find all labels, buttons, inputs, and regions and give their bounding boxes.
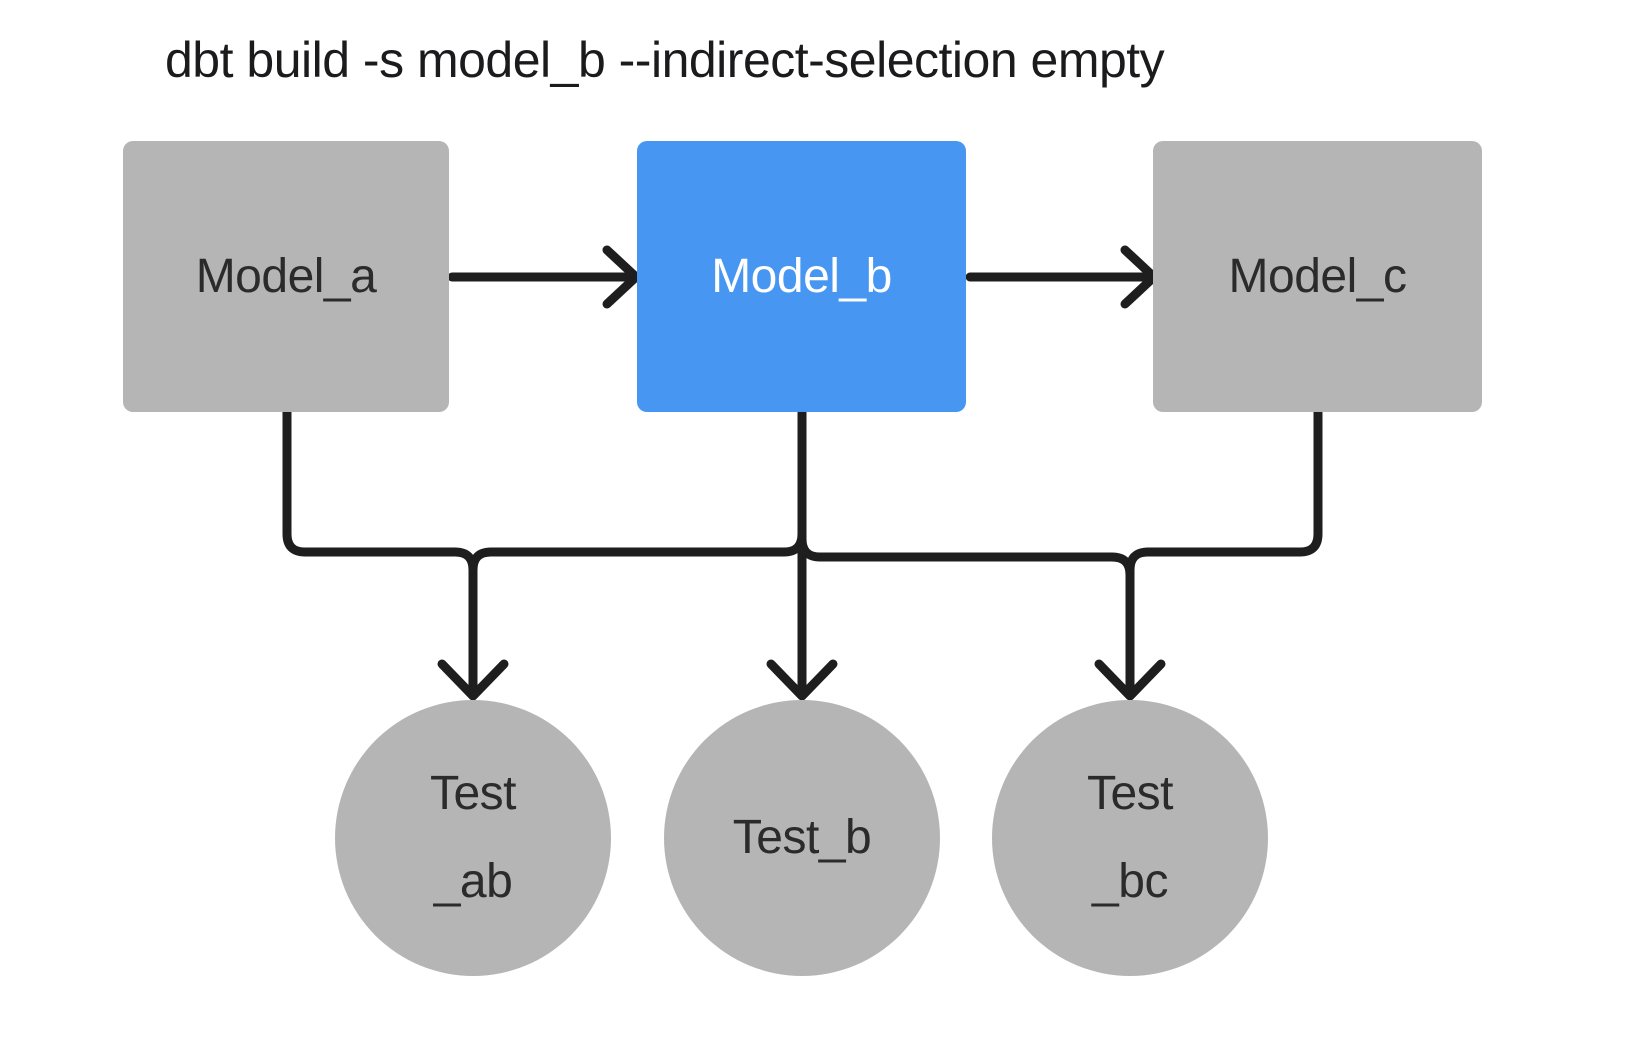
- node-test-bc: Test _bc: [992, 700, 1268, 976]
- node-model-c-label: Model_c: [1228, 250, 1407, 303]
- node-test-b: Test_b: [664, 700, 940, 976]
- edge-model-b-to-test-ab: [468, 407, 807, 699]
- node-test-bc-label-line1: Test: [1086, 767, 1174, 820]
- edge-test-ab-arrowhead: [437, 659, 509, 701]
- edge-model-a-to-test-ab: [282, 407, 478, 699]
- node-model-b-selected: Model_b: [637, 141, 966, 412]
- edge-test-bc-arrowhead: [1094, 659, 1166, 701]
- node-model-b-label: Model_b: [711, 250, 892, 303]
- node-test-ab: Test _ab: [335, 700, 611, 976]
- node-model-a-label: Model_a: [195, 250, 377, 303]
- node-test-bc-label-line2: _bc: [1092, 855, 1168, 908]
- command-title: dbt build -s model_b --indirect-selectio…: [165, 32, 1165, 88]
- edge-model-a-to-model-b-arrowhead: [602, 245, 641, 309]
- node-test-ab-label-line1: Test: [429, 767, 517, 820]
- node-test-ab-label-line2: _ab: [433, 855, 513, 908]
- node-model-c: Model_c: [1153, 141, 1482, 412]
- node-model-a: Model_a: [123, 141, 449, 412]
- edge-model-c-to-test-bc: [1125, 407, 1323, 699]
- edge-model-b-to-test-bc: [797, 407, 1135, 699]
- edge-test-b-arrowhead: [766, 659, 838, 701]
- node-test-b-label: Test_b: [732, 811, 872, 864]
